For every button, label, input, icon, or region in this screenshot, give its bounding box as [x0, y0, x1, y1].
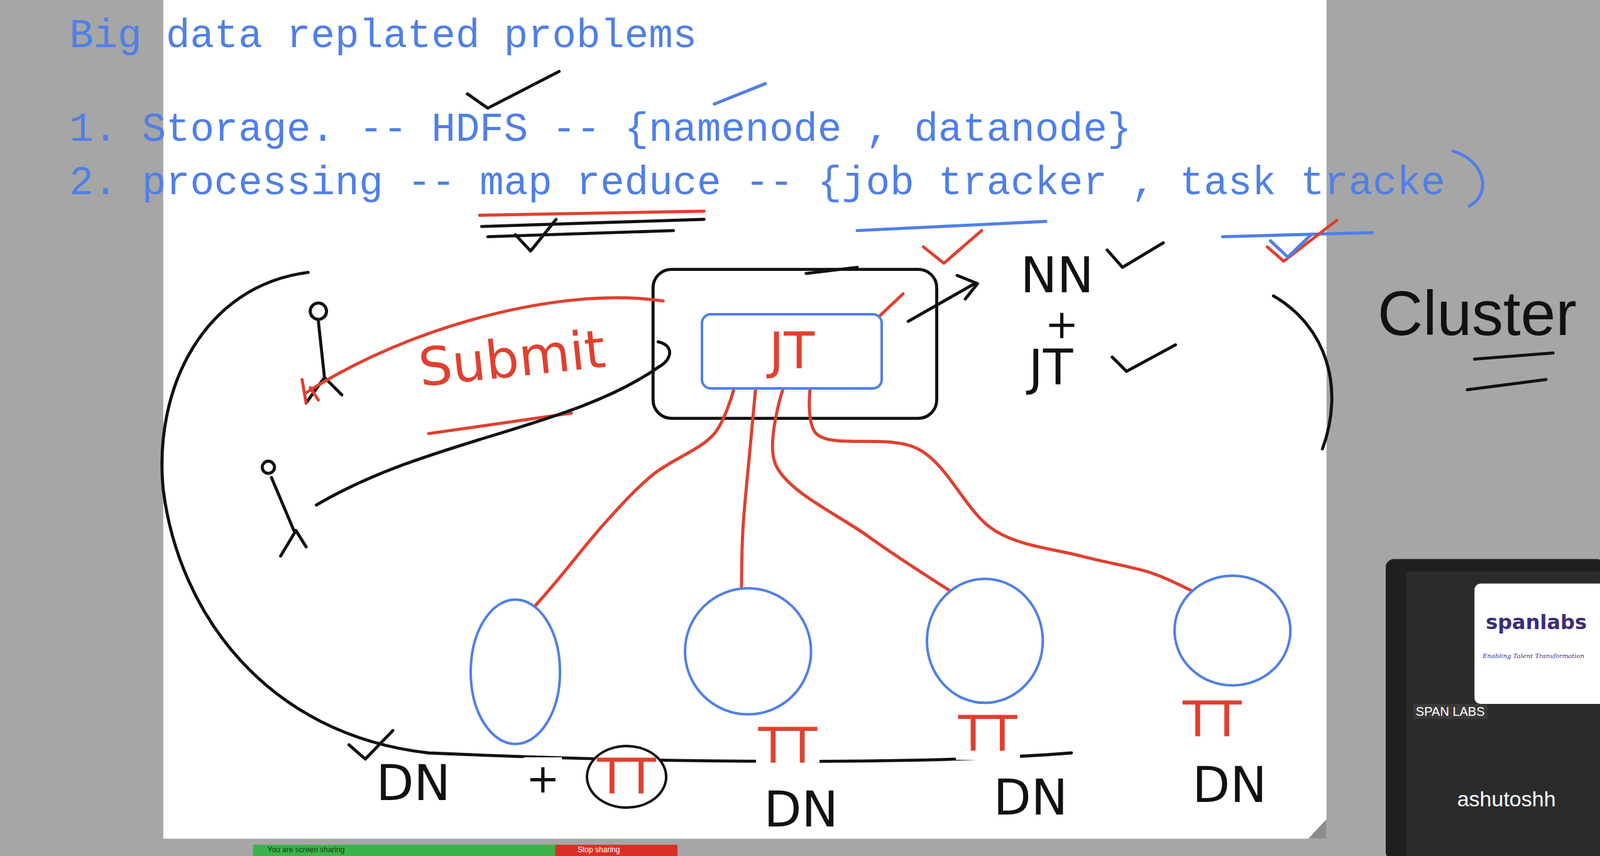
circle-outline — [926, 578, 1043, 703]
task-link — [809, 389, 1192, 591]
circle-outline — [684, 588, 812, 715]
user-figure — [271, 477, 307, 557]
underline — [1467, 353, 1553, 390]
worker-node-circle: TTDN — [1173, 574, 1292, 687]
job-tracker-box: JT — [700, 312, 883, 390]
logo-tagline: Enabling Talent Transformation — [1482, 652, 1585, 660]
task-link — [772, 389, 949, 591]
sharing-bar — [253, 844, 556, 856]
node-label: DN — [373, 757, 453, 809]
master-machine-box — [652, 269, 937, 419]
circle-outline — [1173, 574, 1292, 687]
node-label: + — [523, 757, 563, 800]
topic-line: 1. Storage. -- HDFS -- {namenode , datan… — [69, 109, 1132, 151]
stop-button — [554, 844, 678, 856]
cluster-outline — [162, 272, 1072, 762]
tick-mark — [923, 230, 982, 264]
note-label: + — [1045, 304, 1080, 345]
task-link — [535, 389, 734, 606]
pointer-arrow — [908, 275, 978, 322]
hand-bracket — [1273, 295, 1332, 450]
tick-mark — [515, 219, 557, 251]
submit-line — [657, 341, 670, 368]
underline — [857, 221, 1046, 231]
page-title: Big data replated problems — [69, 16, 697, 57]
tick-mark — [467, 71, 560, 109]
tick-mark — [1107, 242, 1164, 268]
circle-outline — [1174, 575, 1291, 686]
user-figure — [310, 302, 327, 320]
sharing-notice: You are screen sharing — [267, 845, 345, 854]
participant-tag: SPAN LABS — [1413, 703, 1488, 719]
worker-node-circle: DN+TT — [469, 598, 562, 746]
video-tile — [1405, 571, 1600, 856]
box-stroke — [806, 267, 858, 274]
node-label: DN — [991, 771, 1071, 824]
circle-outline — [925, 577, 1044, 704]
node-label: TT — [955, 708, 1020, 760]
worker-node-circle: TTDN — [683, 586, 813, 716]
underline — [479, 211, 704, 215]
tick-mark — [714, 83, 766, 104]
participant-name: ashutoshh — [1457, 788, 1557, 810]
topic-line: 2. processing -- map reduce -- {job trac… — [69, 163, 1445, 204]
circle-outline — [469, 598, 562, 746]
tick-mark — [1270, 234, 1312, 258]
node-label: JT — [769, 326, 815, 377]
tick-mark — [1267, 220, 1337, 262]
worker-node-circle: TTDN — [925, 577, 1044, 704]
submit-line — [316, 367, 658, 505]
resize-corner — [1308, 819, 1327, 839]
hand-bracket — [1452, 150, 1483, 207]
cluster-label: Cluster — [1377, 281, 1577, 345]
logo-text: spanlabs — [1485, 612, 1587, 633]
underline — [1222, 232, 1373, 237]
video-panel — [1385, 559, 1600, 856]
note-label: NN — [1020, 250, 1095, 300]
node-label: DN — [761, 783, 841, 836]
node-label: TT — [1180, 693, 1245, 746]
stop-sharing-button: Stop sharing — [577, 845, 620, 854]
node-label: TT — [756, 720, 821, 772]
note-label: JT — [1028, 343, 1074, 393]
logo-box — [1474, 583, 1600, 705]
circle-outline — [683, 586, 813, 716]
tick-mark — [1112, 345, 1176, 372]
user-figure — [262, 461, 274, 474]
task-link — [741, 389, 756, 587]
circle-outline — [470, 599, 560, 745]
node-label: DN — [1189, 759, 1269, 811]
tick-mark — [348, 730, 393, 759]
circled-label: TT — [585, 744, 668, 809]
